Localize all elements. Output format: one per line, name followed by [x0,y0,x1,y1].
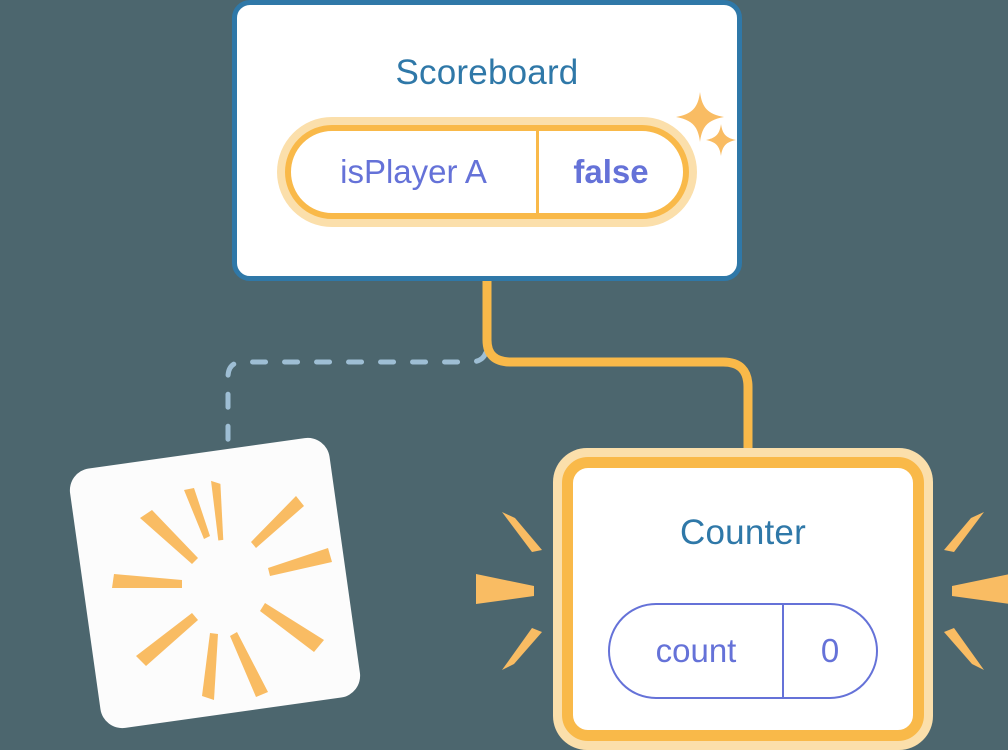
counter-prop-key: count [655,632,737,669]
counter-prop-pill[interactable]: count 0 [608,603,878,699]
counter-card-title: Counter [680,513,806,552]
scoreboard-prop-pill[interactable]: isPlayer A false [277,117,697,227]
scoreboard-prop-pill-inner: isPlayer A false [285,125,689,219]
scoreboard-card[interactable]: Scoreboard isPlayer A false [232,0,742,281]
counter-prop-value: 0 [820,632,840,669]
scoreboard-to-blank-card-wire [225,286,490,471]
blank-card[interactable] [67,435,363,731]
scoreboard-prop-key: isPlayer A [340,153,487,190]
counter-card-highlight-glow: Counter count 0 [553,448,933,750]
counter-card[interactable]: Counter count 0 [562,457,924,741]
scoreboard-prop-divider [536,131,539,213]
scoreboard-card-title: Scoreboard [395,53,579,92]
scoreboard-to-counter-wire [482,278,753,470]
scoreboard-prop-value: false [573,153,649,190]
counter-prop-divider [782,605,784,697]
